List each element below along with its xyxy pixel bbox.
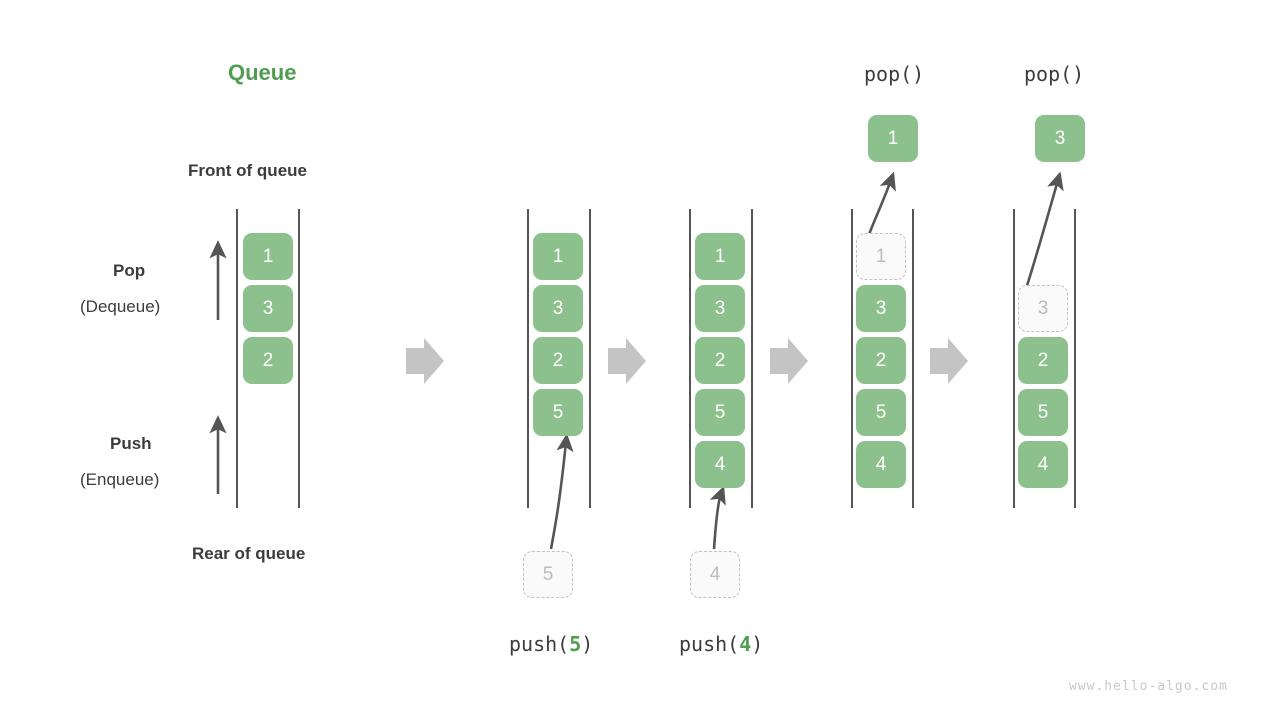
queue-rail-left	[689, 209, 691, 508]
front-of-queue-label: Front of queue	[188, 161, 307, 180]
queue-item: 5	[533, 389, 583, 436]
push-5-arg: 5	[569, 632, 582, 656]
incoming-ghost-item: 5	[523, 551, 573, 598]
queue-item: 5	[856, 389, 906, 436]
queue-item: 2	[533, 337, 583, 384]
push-label: Push	[110, 434, 152, 453]
pop-label: Pop	[113, 261, 146, 280]
queue-item: 5	[695, 389, 745, 436]
queue-item: 2	[243, 337, 293, 384]
queue-rail-right	[751, 209, 753, 508]
queue-item: 4	[695, 441, 745, 488]
incoming-ghost-item: 4	[690, 551, 740, 598]
transition-chevron-2	[608, 338, 646, 384]
queue-rail-left	[527, 209, 529, 508]
empty-queue-slot	[1018, 233, 1068, 280]
transition-chevron-1	[406, 338, 444, 384]
pop-caption-a: pop()	[864, 62, 925, 86]
popped-item: 1	[868, 115, 918, 162]
queue-item: 5	[1018, 389, 1068, 436]
queue-rail-right	[589, 209, 591, 508]
transition-chevron-4	[930, 338, 968, 384]
queue-rail-left	[236, 209, 238, 508]
page-title: Queue	[228, 60, 297, 85]
pop-1-arrow	[865, 171, 896, 241]
departing-ghost-item: 3	[1018, 285, 1068, 332]
queue-item: 3	[695, 285, 745, 332]
push-4-arrow	[709, 485, 726, 550]
push-4-caption: push(4)	[679, 632, 763, 656]
push-4-suffix: )	[751, 632, 764, 656]
queue-item: 1	[243, 233, 293, 280]
queue-rail-left	[1013, 209, 1015, 508]
push-5-prefix: push(	[509, 632, 570, 656]
queue-item: 3	[243, 285, 293, 332]
rear-of-queue-label: Rear of queue	[192, 544, 306, 563]
push-4-prefix: push(	[679, 632, 740, 656]
queue-item: 2	[695, 337, 745, 384]
popped-item: 3	[1035, 115, 1085, 162]
queue-item: 3	[533, 285, 583, 332]
enqueue-label: (Enqueue)	[80, 470, 160, 489]
queue-item: 2	[1018, 337, 1068, 384]
queue-item: 3	[856, 285, 906, 332]
queue-rail-left	[851, 209, 853, 508]
transition-chevron-3	[770, 338, 808, 384]
push-5-caption: push(5)	[509, 632, 593, 656]
queue-item: 1	[533, 233, 583, 280]
queue-item: 4	[1018, 441, 1068, 488]
queue-item: 2	[856, 337, 906, 384]
push-4-arg: 4	[739, 632, 752, 656]
watermark: www.hello-algo.com	[1069, 679, 1228, 694]
queue-rail-right	[912, 209, 914, 508]
dequeue-label: (Dequeue)	[80, 297, 161, 316]
pop-caption-b: pop()	[1024, 62, 1085, 86]
queue-rail-right	[1074, 209, 1076, 508]
push-5-arrow	[549, 433, 574, 550]
queue-item: 1	[695, 233, 745, 280]
queue-rail-right	[298, 209, 300, 508]
push-5-suffix: )	[581, 632, 594, 656]
queue-item: 4	[856, 441, 906, 488]
departing-ghost-item: 1	[856, 233, 906, 280]
